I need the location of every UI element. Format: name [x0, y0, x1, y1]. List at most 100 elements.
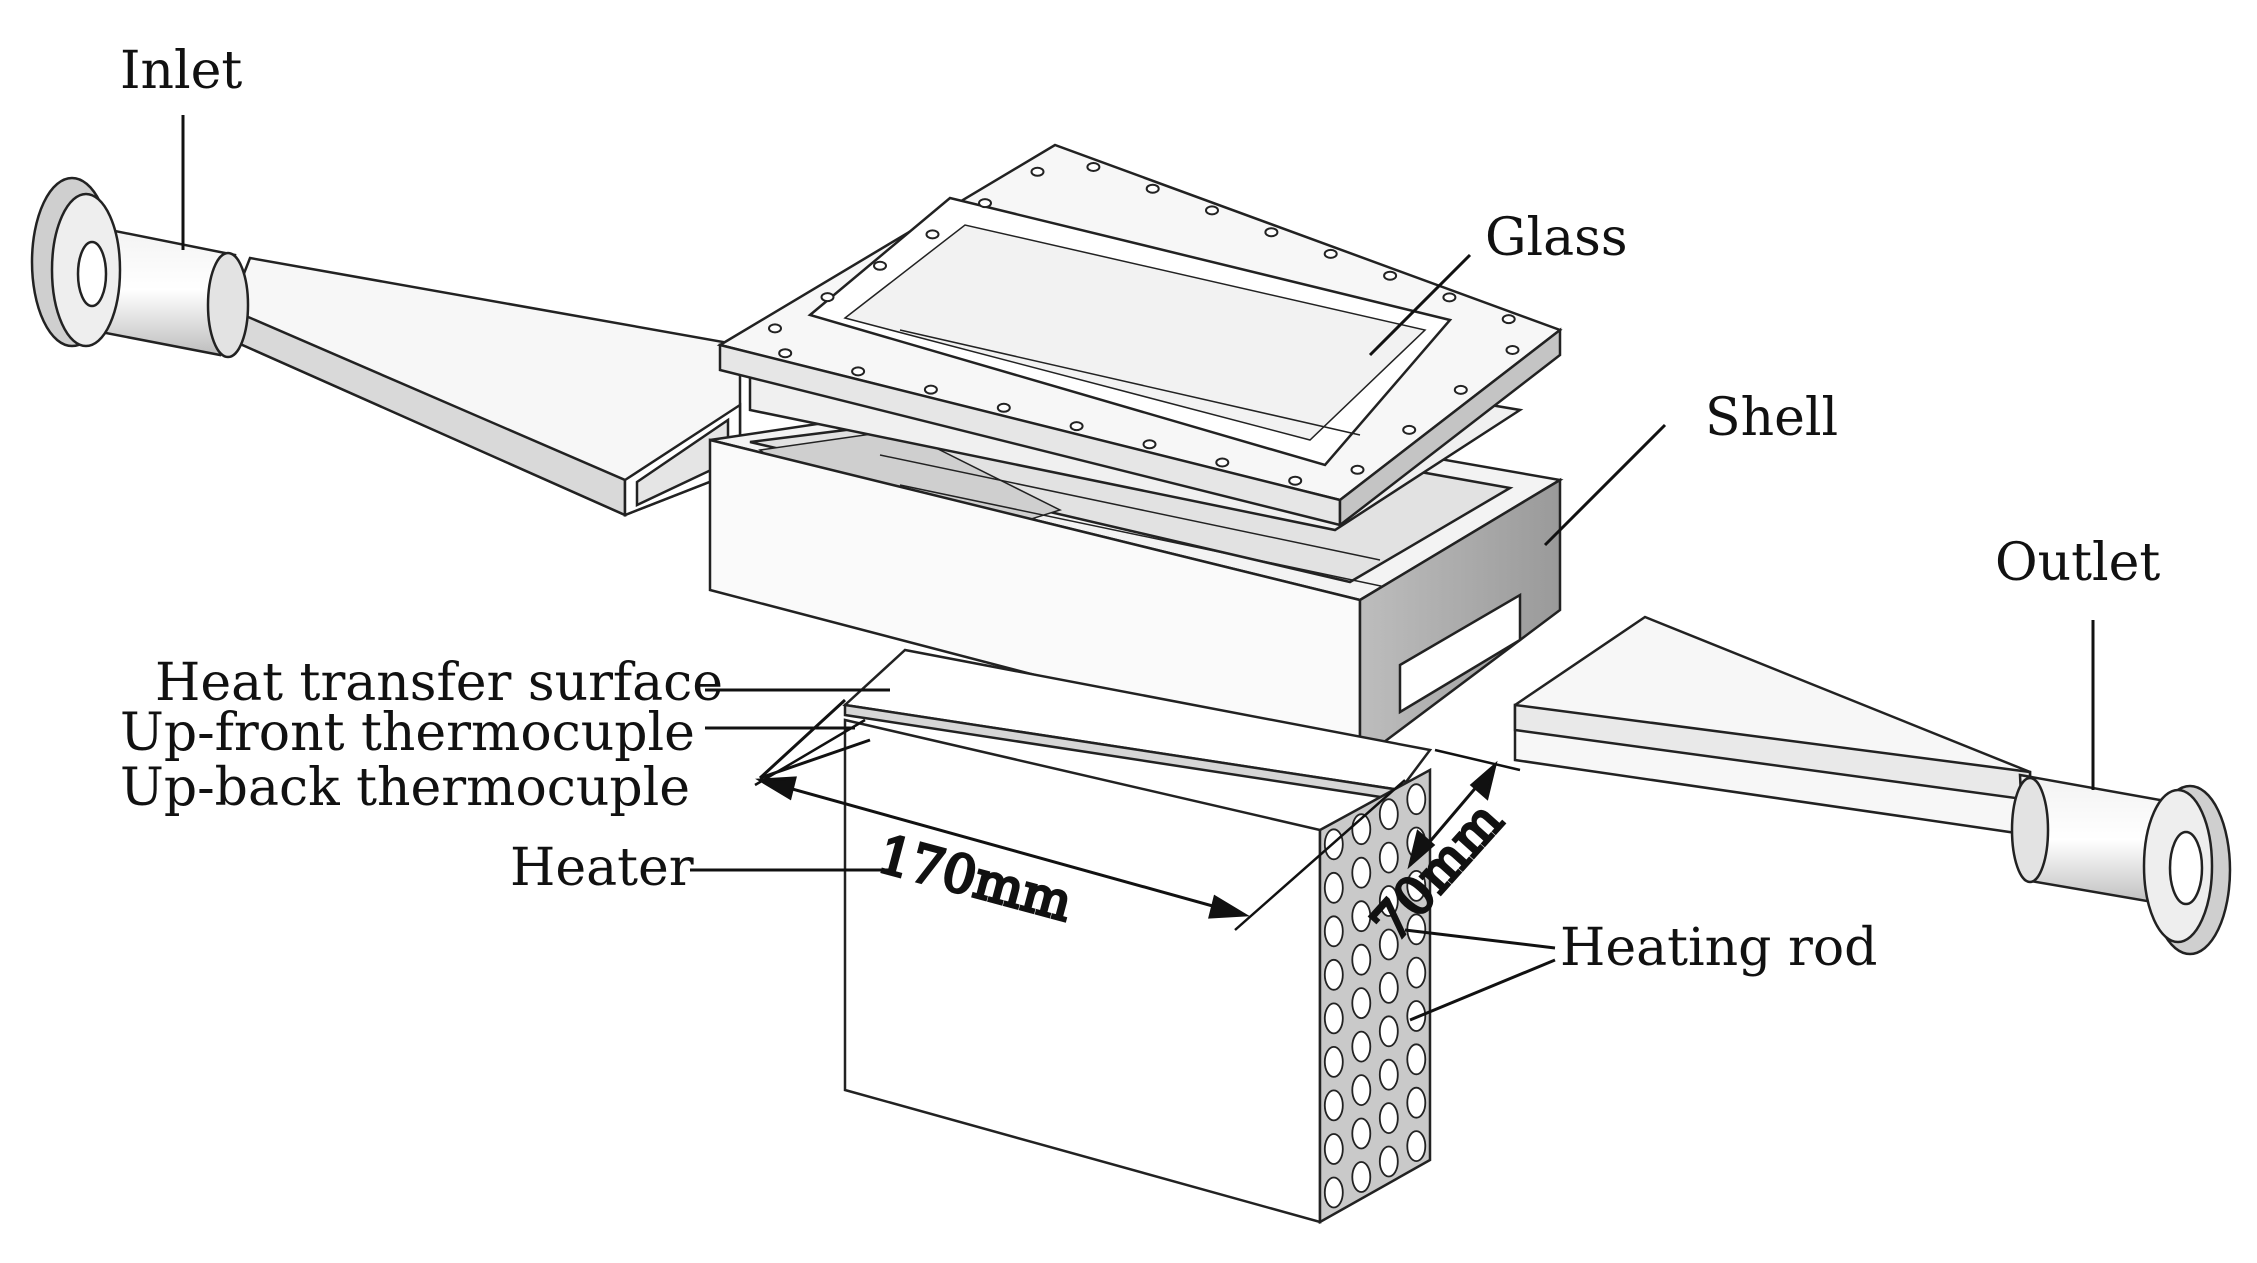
heating-rod-hole — [1406, 1043, 1427, 1076]
heating-rod-hole — [1351, 1074, 1372, 1106]
glass-leader — [1368, 253, 1472, 357]
glass-frame — [716, 143, 1563, 532]
frame-bolt-hole — [925, 229, 940, 240]
frame-bolt-hole — [1145, 183, 1160, 194]
frame-bolt-hole — [978, 198, 992, 209]
heating-rod-hole — [1323, 915, 1344, 948]
dimension-170-arrow-left — [755, 776, 797, 801]
heating-rod-hole — [1351, 900, 1372, 933]
frame-bolt-hole — [1453, 384, 1468, 395]
frame-bolt-hole — [1402, 424, 1417, 435]
frame-bolt-hole — [768, 323, 782, 334]
heating-rod-hole — [1351, 1161, 1372, 1193]
frame-bolt-hole — [1264, 227, 1279, 238]
heating-rod-hole — [1323, 958, 1344, 991]
frame-bolt-hole — [1205, 205, 1219, 216]
frame-bolt-hole — [820, 292, 835, 303]
heating-rod-hole — [1378, 1015, 1399, 1048]
outlet-flange-bore — [2168, 830, 2204, 906]
frame-bolt-holes — [768, 162, 1520, 486]
heating-rod-hole — [1378, 841, 1399, 874]
glass-label: Glass — [1485, 208, 1628, 268]
outlet-label: Outlet — [1995, 533, 2160, 593]
dimension-170-arrow-right — [1208, 894, 1250, 919]
dimension-70-arrow-top — [1469, 760, 1498, 801]
heating-rod-hole — [1378, 885, 1399, 917]
heating-rod-hole — [1378, 1102, 1399, 1134]
heating-rod-hole — [1351, 1117, 1372, 1150]
frame-bolt-hole — [1505, 345, 1520, 355]
heating-rod-hole — [1323, 1089, 1344, 1122]
frame-bolt-hole — [778, 348, 793, 359]
frame-bolt-hole — [1350, 464, 1365, 475]
frame-bolt-hole — [1086, 162, 1101, 172]
frame-bolt-hole — [1323, 248, 1338, 259]
outlet-pipe-collar — [2010, 776, 2050, 884]
heating-rod-hole — [1378, 928, 1399, 961]
frame-bolt-hole — [996, 402, 1011, 413]
heating-rod-hole — [1378, 798, 1399, 831]
inlet-pipe-collar — [206, 251, 250, 359]
frame-bolt-hole — [1069, 421, 1084, 432]
heating-rod-hole — [1351, 987, 1372, 1019]
labels: Inlet Glass Shell Outlet Heat transfer s… — [120, 41, 2160, 978]
heating-rod-hole — [1351, 856, 1372, 889]
frame-bolt-hole — [1142, 439, 1157, 450]
heater-label: Heater — [510, 838, 694, 898]
heating-rod-hole — [1378, 1058, 1399, 1091]
heating-rod-hole — [1323, 1002, 1344, 1035]
frame-bolt-hole — [851, 366, 866, 377]
heater-block — [843, 718, 1432, 1225]
up-back-thermocouple-label: Up-back thermocuple — [120, 758, 690, 818]
heating-rod-leader-2 — [1409, 958, 1556, 1022]
heating-rod-hole — [1351, 1030, 1372, 1063]
heating-rod-hole — [1351, 943, 1372, 976]
dimension-70-arrow-bottom — [1407, 829, 1436, 870]
heat-transfer-surface-label: Heat transfer surface — [155, 653, 723, 713]
glass-frame-side-edge — [1338, 327, 1562, 528]
dimension-70-extension — [1434, 748, 1521, 772]
heating-rod-hole — [1323, 1046, 1344, 1078]
frame-bolt-hole — [1501, 314, 1516, 325]
frame-bolt-hole — [1383, 270, 1398, 281]
dimension-170-extension — [1234, 779, 1406, 931]
heating-rod-hole — [1406, 1130, 1427, 1162]
shell-side-port — [1398, 592, 1522, 715]
heating-rod-leader-1 — [1404, 928, 1556, 950]
outlet-assembly — [1513, 615, 2232, 956]
up-back-thermocouple-leader-2 — [759, 738, 871, 780]
frame-bolt-hole — [923, 384, 938, 395]
heating-rod-label: Heating rod — [1560, 918, 1877, 978]
inlet-label: Inlet — [120, 41, 242, 101]
heating-rod-hole — [1406, 1086, 1427, 1119]
heating-rod-hole — [1406, 783, 1427, 816]
leader-lines — [181, 115, 2095, 1022]
frame-bolt-hole — [1030, 166, 1045, 177]
inlet-flange-bore — [76, 240, 108, 308]
shell-cavity-rail — [879, 454, 1381, 561]
frame-bolt-hole — [1288, 475, 1303, 486]
heating-rod-hole — [1406, 956, 1427, 989]
glass-pane-reflection — [899, 329, 1361, 436]
shell-leader — [1543, 423, 1667, 547]
heating-rod-hole — [1406, 870, 1427, 902]
frame-bolt-hole — [1442, 292, 1457, 303]
up-back-thermocouple-leader-1 — [758, 698, 847, 780]
frame-bolt-hole — [1215, 457, 1230, 468]
glass-pane-inner — [843, 224, 1427, 441]
frame-bolt-hole — [873, 260, 887, 271]
up-front-thermocouple-label: Up-front thermocuple — [120, 703, 695, 763]
heating-rod-holes — [1323, 783, 1427, 1209]
heating-rod-hole — [1323, 1176, 1344, 1209]
heater-front-face — [843, 718, 1322, 1224]
inlet-assembly — [30, 176, 742, 517]
heating-rod-hole — [1378, 972, 1399, 1004]
heating-rod-hole — [1378, 1145, 1399, 1178]
shell-cavity-rail — [899, 484, 1401, 591]
dimension-170-line — [759, 778, 1246, 917]
shell-label: Shell — [1705, 388, 1838, 448]
heating-rod-hole — [1323, 1133, 1344, 1165]
heating-rod-hole — [1323, 871, 1344, 904]
